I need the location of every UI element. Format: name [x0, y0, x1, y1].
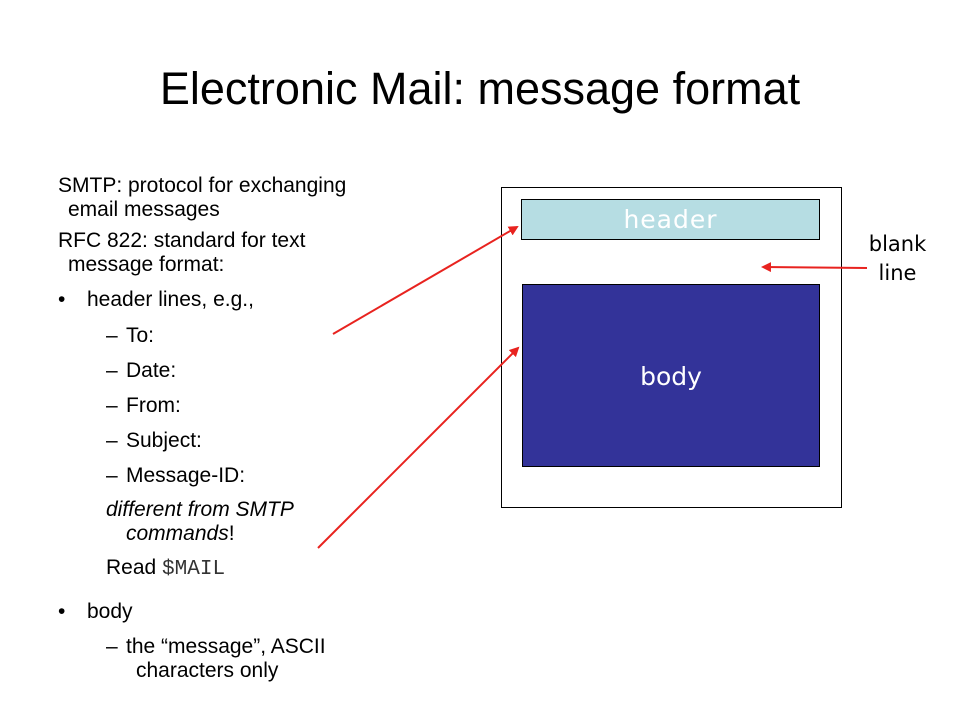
- message-text: the “message”, ASCII: [126, 635, 326, 658]
- read-prefix: Read: [106, 556, 163, 579]
- header-arrow: [332, 225, 519, 335]
- blank-line-label: blank line: [855, 230, 940, 288]
- blank-word: blank: [868, 232, 927, 256]
- bullet-body: • body: [58, 600, 458, 624]
- body-box: body: [522, 284, 820, 467]
- rfc-line-cont: message format:: [68, 253, 225, 276]
- field-date: – Date:: [58, 359, 458, 383]
- field-date-text: Date:: [126, 359, 177, 382]
- field-message-id: – Message-ID:: [58, 464, 458, 488]
- field-subject-text: Subject:: [126, 429, 202, 452]
- field-from-text: From:: [126, 394, 181, 417]
- smtp-line-cont: email messages: [68, 198, 220, 221]
- field-to-text: To:: [126, 324, 155, 347]
- body-arrow: [317, 346, 520, 549]
- different-note: different from SMTP: [106, 498, 294, 521]
- header-lines-text: header lines, e.g.,: [87, 288, 254, 311]
- dash-symbol: –: [106, 324, 118, 347]
- message-line: – the “message”, ASCII: [58, 635, 458, 659]
- field-to: – To:: [58, 324, 458, 348]
- dash-symbol: –: [106, 394, 118, 417]
- slide-title: Electronic Mail: message format: [159, 63, 801, 114]
- bullet-symbol: •: [58, 600, 66, 623]
- mail-code: $MAIL: [162, 558, 226, 581]
- header-box: header: [521, 199, 820, 240]
- bullet-header-lines: • header lines, e.g.,: [58, 288, 458, 312]
- dash-symbol: –: [106, 635, 118, 658]
- rfc-line: RFC 822: standard for text: [58, 229, 306, 252]
- blank-line-arrow: [761, 262, 868, 273]
- dash-symbol: –: [106, 464, 118, 487]
- field-from: – From:: [58, 394, 458, 418]
- smtp-line: SMTP: protocol for exchanging: [58, 174, 347, 197]
- field-subject: – Subject:: [58, 429, 458, 453]
- exclamation-text: !: [228, 522, 235, 545]
- bullet-symbol: •: [58, 288, 66, 311]
- different-note-cont: commands!: [58, 522, 458, 546]
- slide-content: SMTP: protocol for exchanging email mess…: [58, 174, 458, 683]
- dash-symbol: –: [106, 429, 118, 452]
- commands-text: commands: [126, 522, 229, 545]
- dash-symbol: –: [106, 359, 118, 382]
- line-word: line: [878, 261, 917, 285]
- read-mail-line: Read $MAIL: [58, 556, 458, 582]
- message-line-cont: characters only: [136, 659, 279, 682]
- field-message-id-text: Message-ID:: [126, 464, 246, 487]
- body-bullet-text: body: [87, 600, 133, 623]
